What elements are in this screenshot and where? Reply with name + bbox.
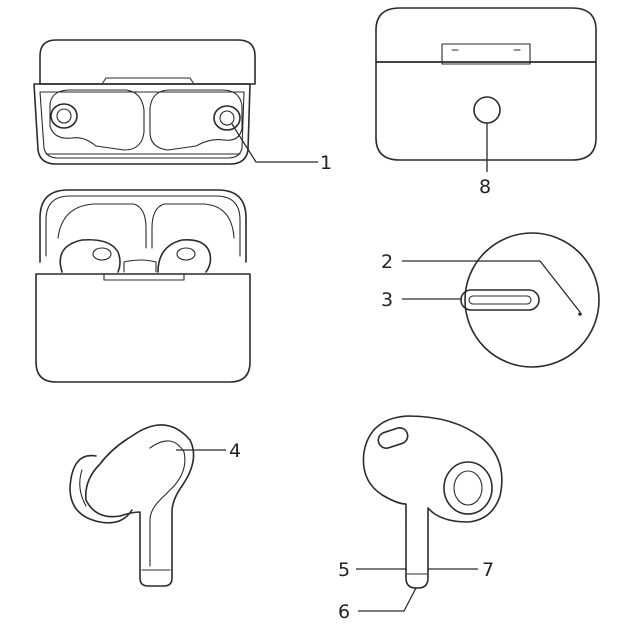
case-back-view xyxy=(375,7,597,161)
case-open-top-view xyxy=(33,39,256,165)
callout-4: 4 xyxy=(229,440,241,462)
earbud-side-view xyxy=(69,424,195,587)
pairing-button xyxy=(473,96,501,124)
earbud-front-view xyxy=(362,415,503,589)
callout-7: 7 xyxy=(482,559,494,581)
callout-8: 8 xyxy=(479,176,491,198)
callout-5: 5 xyxy=(338,559,350,581)
callout-2: 2 xyxy=(381,251,393,273)
indicator-light xyxy=(578,312,582,316)
case-open-front-view xyxy=(35,189,251,383)
charging-port-detail xyxy=(460,232,600,368)
callout-1: 1 xyxy=(320,152,332,174)
callout-labels: 1 2 3 4 5 6 7 8 xyxy=(229,152,494,623)
usb-c-port xyxy=(460,289,540,311)
sensor xyxy=(377,427,409,449)
callout-lines xyxy=(176,123,581,612)
callout-6: 6 xyxy=(338,601,350,623)
callout-3: 3 xyxy=(381,289,393,311)
